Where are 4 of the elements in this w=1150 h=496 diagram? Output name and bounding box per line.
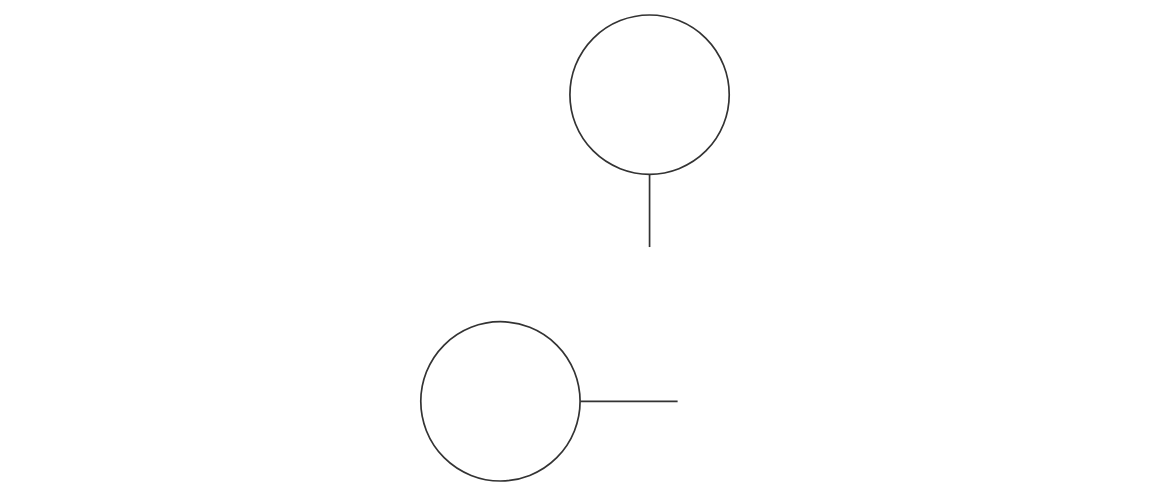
connector — [579, 400, 679, 403]
node-circle — [569, 14, 731, 176]
node-circle — [419, 320, 581, 482]
connector — [648, 173, 651, 248]
